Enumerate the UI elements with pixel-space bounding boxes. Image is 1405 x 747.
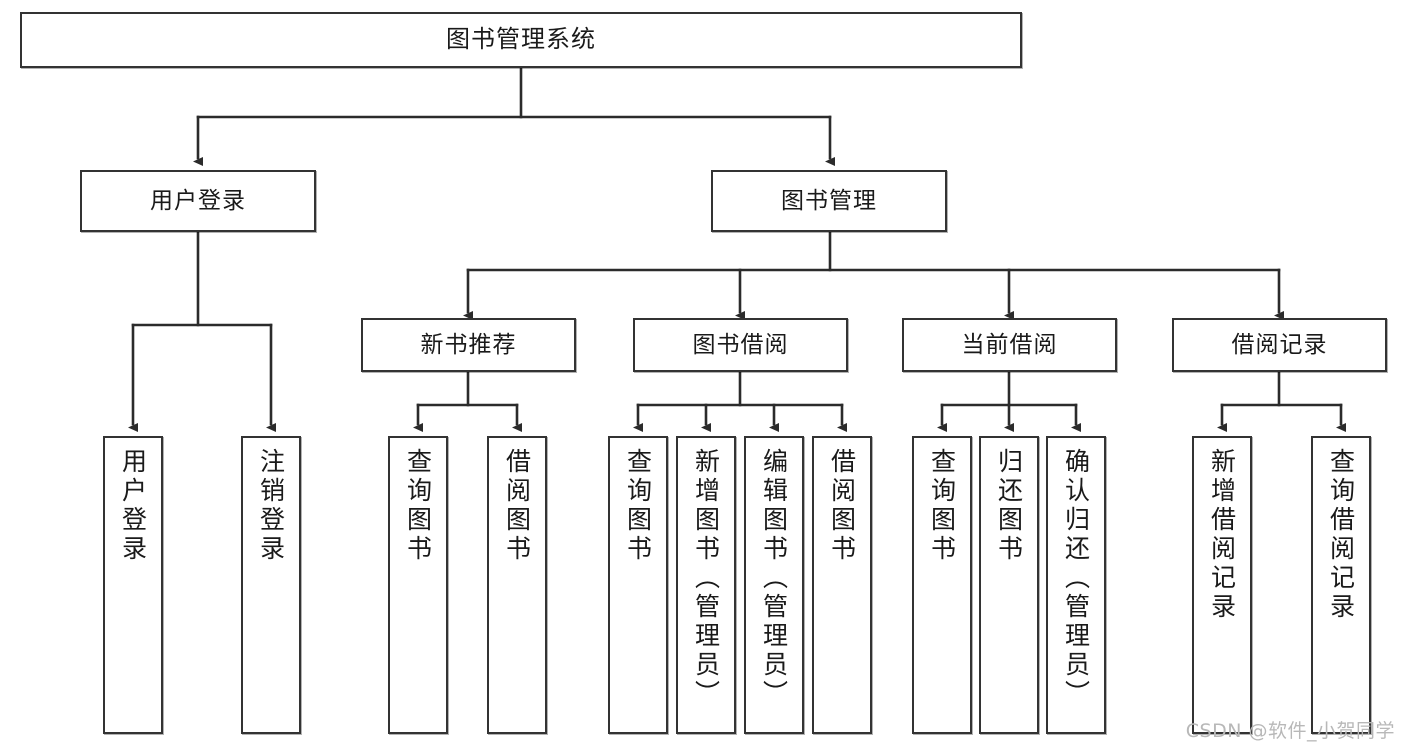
watermark-text: CSDN @软件_小贺同学 — [1185, 720, 1395, 742]
node-label: 查询图书 — [403, 448, 433, 564]
leaf-add-borrow-record[interactable]: 新增借阅记录 — [1192, 436, 1252, 734]
node-book-management[interactable]: 图书管理 — [711, 170, 947, 232]
leaf-edit-book-admin[interactable]: 编辑图书（管理员） — [744, 436, 804, 734]
node-label: 用户登录 — [150, 187, 246, 214]
node-borrow-record[interactable]: 借阅记录 — [1172, 318, 1387, 372]
leaf-borrow-book-recommend[interactable]: 借阅图书 — [487, 436, 547, 734]
node-label: 查询借阅记录 — [1326, 448, 1356, 622]
node-label: 编辑图书（管理员） — [759, 448, 789, 709]
leaf-logout[interactable]: 注销登录 — [241, 436, 301, 734]
node-label: 用户登录 — [118, 448, 148, 564]
leaf-query-book-recommend[interactable]: 查询图书 — [388, 436, 448, 734]
node-label: 借阅图书 — [827, 448, 857, 564]
node-label: 注销登录 — [256, 448, 286, 564]
node-label: 归还图书 — [994, 448, 1024, 564]
node-book-borrow[interactable]: 图书借阅 — [633, 318, 848, 372]
leaf-query-book-borrow[interactable]: 查询图书 — [608, 436, 668, 734]
node-label: 借阅图书 — [502, 448, 532, 564]
node-label: 借阅记录 — [1231, 331, 1328, 358]
leaf-confirm-return-admin[interactable]: 确认归还（管理员） — [1046, 436, 1106, 734]
node-label: 图书借阅 — [692, 331, 789, 358]
leaf-query-book-current[interactable]: 查询图书 — [912, 436, 972, 734]
node-label: 确认归还（管理员） — [1061, 448, 1091, 709]
node-current-borrow[interactable]: 当前借阅 — [902, 318, 1117, 372]
node-label: 查询图书 — [927, 448, 957, 564]
node-label: 当前借阅 — [961, 331, 1058, 358]
node-label: 新增借阅记录 — [1207, 448, 1237, 622]
node-label: 图书管理系统 — [446, 25, 596, 54]
leaf-borrow-book[interactable]: 借阅图书 — [812, 436, 872, 734]
node-label: 查询图书 — [623, 448, 653, 564]
node-new-book-recommend[interactable]: 新书推荐 — [361, 318, 576, 372]
leaf-query-borrow-record[interactable]: 查询借阅记录 — [1311, 436, 1371, 734]
node-label: 新书推荐 — [420, 331, 517, 358]
leaf-user-login[interactable]: 用户登录 — [103, 436, 163, 734]
node-root-system[interactable]: 图书管理系统 — [20, 12, 1022, 68]
node-user-login[interactable]: 用户登录 — [80, 170, 316, 232]
node-label: 图书管理 — [781, 187, 877, 214]
leaf-return-book[interactable]: 归还图书 — [979, 436, 1039, 734]
node-label: 新增图书（管理员） — [691, 448, 721, 709]
leaf-add-book-admin[interactable]: 新增图书（管理员） — [676, 436, 736, 734]
